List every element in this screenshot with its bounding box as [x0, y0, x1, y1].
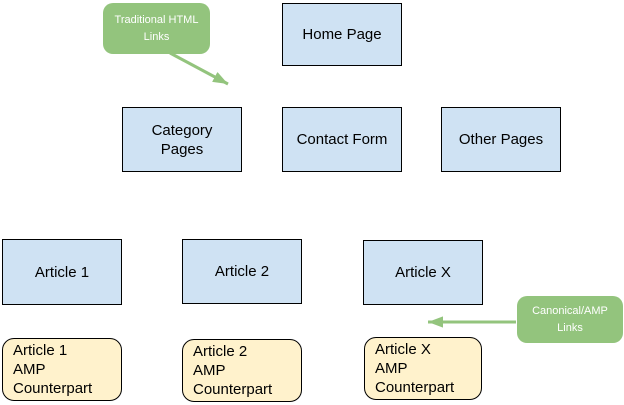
traditional-links-arrow	[169, 51, 229, 86]
node-contact-form: Contact Form	[282, 107, 402, 172]
node-category-pages: Category Pages	[122, 107, 242, 172]
node-other-pages: Other Pages	[441, 107, 561, 172]
node-home-page: Home Page	[282, 3, 402, 66]
node-article-2: Article 2	[182, 239, 302, 304]
node-article-1: Article 1	[2, 239, 122, 305]
callout-traditional-html-links: Traditional HTML Links	[103, 3, 210, 54]
node-article-1-amp-counterpart: Article 1 AMP Counterpart	[2, 338, 122, 401]
node-article-x: Article X	[363, 240, 483, 305]
node-article-x-amp-counterpart: Article X AMP Counterpart	[364, 337, 482, 400]
node-article-2-amp-counterpart: Article 2 AMP Counterpart	[182, 339, 302, 402]
callout-canonical-amp-links: Canonical/AMP Links	[517, 296, 623, 343]
